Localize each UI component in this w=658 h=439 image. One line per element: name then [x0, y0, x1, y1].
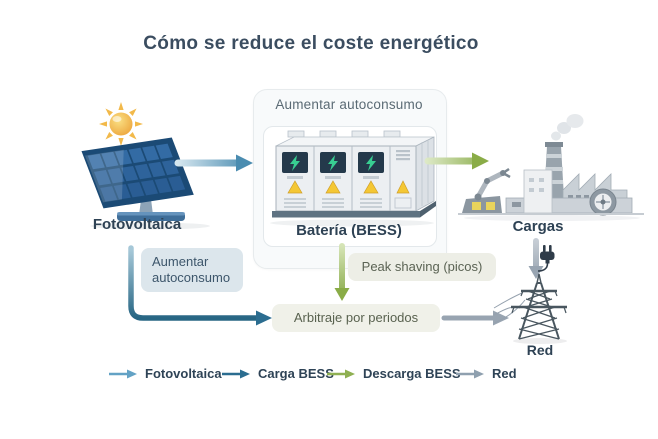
pv-to-bess-arrow	[174, 154, 253, 172]
peak-shaving-note: Peak shaving (picos)	[348, 253, 496, 281]
sun-icon	[99, 102, 143, 146]
autoconsumo-card-title: Aumentar autoconsumo	[275, 97, 423, 112]
loads-label: Cargas	[512, 218, 564, 235]
legend-label: Fotovoltaica	[145, 366, 222, 381]
factory-icon	[458, 114, 644, 221]
self-consumption-note: Aumentar autoconsumo	[141, 248, 243, 292]
self-consumption-line1: Aumentar	[152, 254, 209, 269]
bess-to-loads-arrow	[424, 152, 489, 170]
grid-label: Red	[526, 342, 554, 358]
solar-label: Fotovoltaica	[92, 216, 182, 233]
pv-to-arbitrage-arrow	[128, 245, 272, 326]
legend-label: Red	[492, 366, 517, 381]
arbitrage-note: Arbitraje por periodos	[272, 304, 440, 332]
legend-item-fotovoltaica: Fotovoltaica	[108, 366, 222, 381]
charge-legend-arrow-icon	[222, 369, 250, 378]
loads-to-grid-arrow	[528, 238, 544, 279]
bess-to-arbitrage-arrow	[334, 243, 350, 301]
pv-legend-arrow-icon	[109, 369, 137, 378]
self-consumption-line2: autoconsumo	[152, 270, 231, 285]
battery-label: Batería (BESS)	[296, 222, 402, 239]
power-tower-icon	[511, 273, 567, 344]
page-title: Cómo se reduce el coste energético	[143, 33, 479, 54]
plug-icon	[537, 245, 555, 272]
legend-item-descarga-bess: Descarga BESS	[326, 366, 461, 381]
legend-item-carga-bess: Carga BESS	[221, 366, 334, 381]
legend-item-red: Red	[455, 366, 517, 381]
legend-label: Carga BESS	[258, 366, 334, 381]
battery-bess-icon	[270, 130, 436, 227]
grid-legend-arrow-icon	[456, 369, 484, 378]
legend-label: Descarga BESS	[363, 366, 461, 381]
solar-panel-icon	[81, 137, 210, 230]
discharge-legend-arrow-icon	[327, 369, 355, 378]
